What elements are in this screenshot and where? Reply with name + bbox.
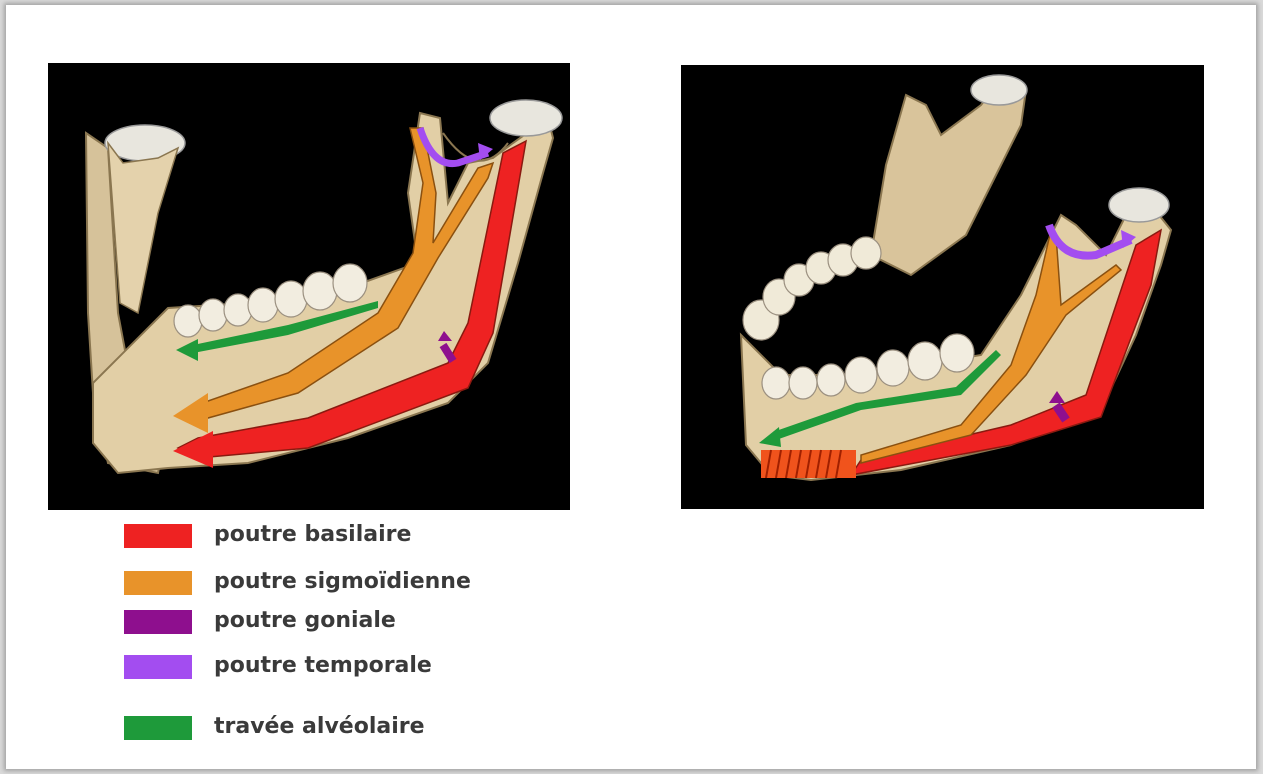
legend-swatch-goniale [124,610,192,634]
legend-label-goniale: poutre goniale [214,608,396,633]
far-ramus [871,85,1026,275]
mandible-left-view [48,63,570,510]
near-condyle [490,100,562,136]
mandible-right-illustration [681,65,1204,509]
legend-label-alveolaire: travée alvéolaire [214,714,425,739]
near-condyle [1109,188,1169,222]
legend-swatch-basilaire [124,524,192,548]
legend-label-sigmoidienne: poutre sigmoïdienne [214,569,471,594]
legend-swatch-sigmoidienne [124,571,192,595]
legend-swatch-alveolaire [124,716,192,740]
far-condyle [971,75,1027,105]
far-teeth [743,237,881,340]
legend-label-basilaire: poutre basilaire [214,522,411,547]
legend-label-temporale: poutre temporale [214,653,432,678]
mandible-left-illustration [48,63,570,510]
mandible-right-view [681,65,1204,509]
legend-swatch-temporale [124,655,192,679]
